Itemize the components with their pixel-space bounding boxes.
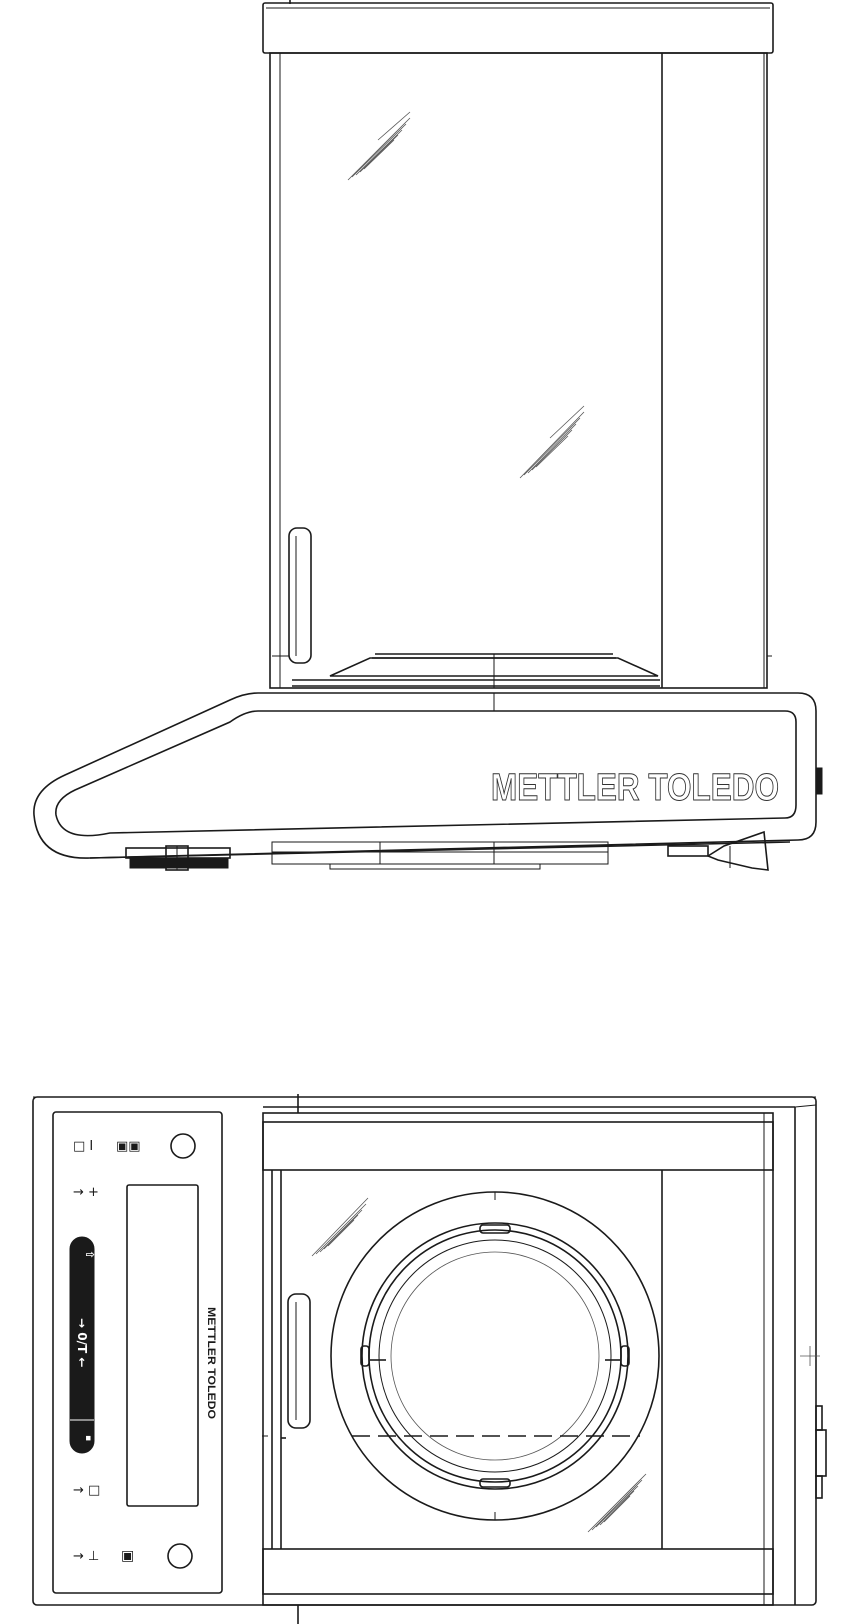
glass-reflection-top-upper	[311, 1197, 369, 1257]
rear-door-rail	[262, 1548, 774, 1595]
weighing-pan	[329, 653, 659, 688]
front-door-rail	[262, 1121, 774, 1171]
balance-underside	[89, 841, 791, 870]
draft-shield-glass	[269, 52, 768, 689]
glass-reflection-upper	[347, 111, 411, 181]
bar-key-top-label: ⇧	[83, 1250, 96, 1259]
key-round-bottom[interactable]	[167, 1543, 193, 1569]
door-handle	[288, 527, 312, 664]
top-view: □ I ▣▣ → + ⇧ → 0/T ← ▪ → □ → ⊥ ▣ METTLER…	[32, 1094, 827, 1624]
key-menu[interactable]: ▣▣	[116, 1139, 141, 1154]
weighing-pan-top	[330, 1191, 660, 1521]
balance-base-housing	[33, 692, 817, 859]
bar-key-bottom-label: ▪	[83, 1435, 93, 1441]
side-view: METTLER TOLEDO	[33, 0, 823, 871]
rear-connector-1	[815, 1405, 823, 1431]
key-lower-left[interactable]: → □	[73, 1483, 100, 1498]
door-handle-top	[287, 1293, 311, 1429]
rear-connector-3	[815, 1475, 823, 1499]
top-view-outer-frame	[32, 1096, 817, 1606]
key-adjust[interactable]: → +	[73, 1185, 99, 1200]
terminal-display	[126, 1184, 199, 1507]
glass-reflection-lower	[519, 405, 585, 479]
key-bottom-left[interactable]: → ⊥	[73, 1549, 99, 1564]
key-round-top[interactable]	[170, 1133, 196, 1159]
top-view-logo: METTLER TOLEDO	[205, 1307, 217, 1419]
rear-connector-2	[815, 1429, 827, 1477]
base-inner-panel	[55, 710, 797, 837]
draft-shield-top-cap	[262, 2, 774, 54]
terminal-panel	[52, 1111, 223, 1594]
bar-key-tare-label: → 0/T ←	[75, 1318, 89, 1367]
side-connector	[815, 767, 823, 795]
key-print[interactable]: ▣	[121, 1548, 134, 1564]
glass-reflection-top-lower	[587, 1473, 647, 1533]
tare-zero-bar-key[interactable]	[69, 1236, 95, 1454]
key-on-off[interactable]: □ I	[73, 1139, 93, 1154]
levelling-foot-rear	[667, 830, 769, 871]
draft-shield-top	[262, 1112, 774, 1606]
side-view-logo: METTLER TOLEDO	[491, 767, 779, 809]
levelling-foot-front	[125, 845, 231, 871]
